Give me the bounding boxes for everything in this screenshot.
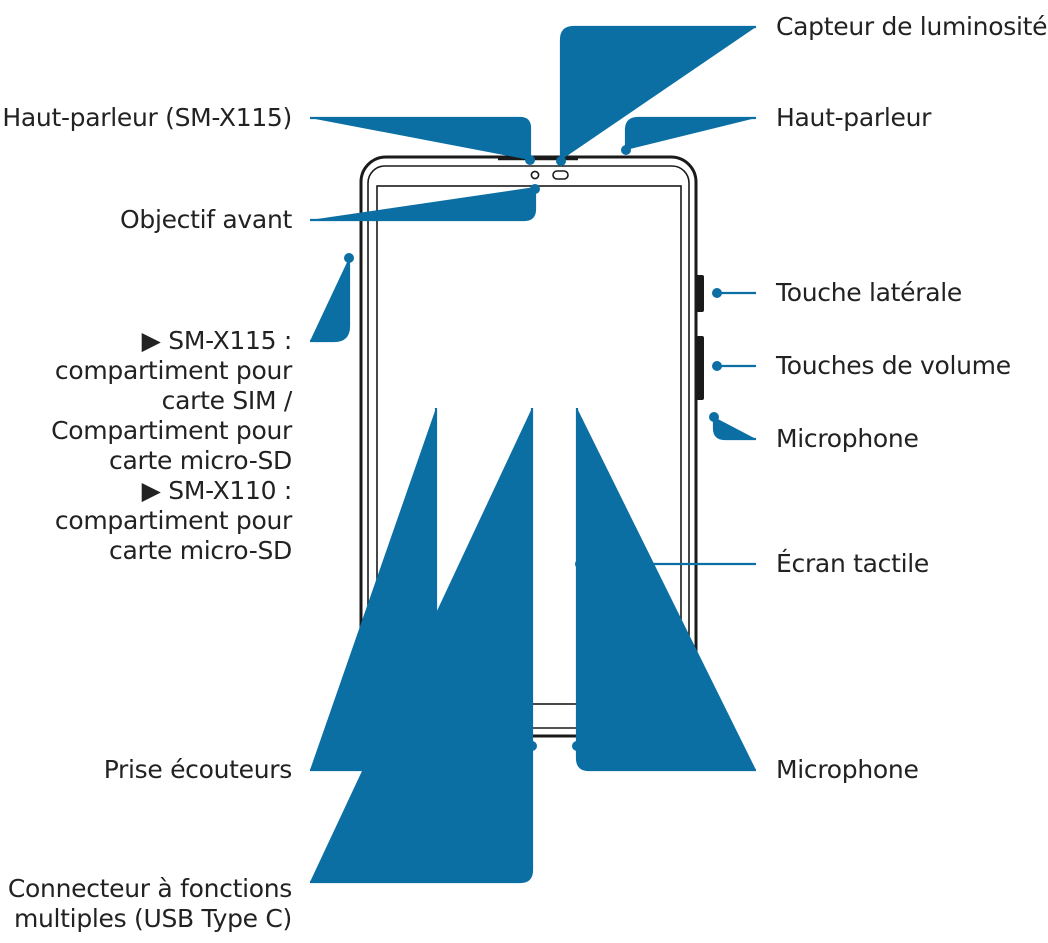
label-light-sensor: Capteur de luminosité (776, 12, 1048, 41)
dot-volume (712, 361, 722, 371)
slot-note-line: SM-X110 : (168, 476, 292, 505)
dot-headphone (431, 741, 441, 751)
play-marker-icon: ▶ (141, 476, 161, 505)
label-microphone-bottom: Microphone (776, 755, 919, 784)
leader-light-sensor (559, 25, 756, 160)
label-front-camera: Objectif avant (120, 205, 292, 234)
slot-note-line: carte micro-SD (109, 446, 292, 475)
label-headphone-jack: Prise écouteurs (103, 755, 293, 784)
leader-mic-bottom (575, 408, 756, 772)
slot-note-line: carte micro-SD (109, 536, 292, 565)
play-marker-icon: ▶ (141, 326, 161, 355)
dot-side-key (712, 288, 722, 298)
slot-note-line: compartiment pour (54, 356, 292, 385)
side-key (695, 275, 704, 312)
usb-label-line: Connecteur à fonctions (7, 874, 292, 903)
dot-sim-slot (344, 253, 354, 263)
label-speaker-x115: Haut-parleur (SM-X115) (2, 103, 292, 132)
dot-speaker (621, 145, 631, 155)
dot-front-camera (530, 184, 540, 194)
leader-speaker-x115 (310, 116, 532, 160)
slot-note-line: SM-X115 : (168, 326, 292, 355)
label-volume-keys: Touches de volume (776, 351, 1011, 380)
label-microphone-side: Microphone (776, 424, 919, 453)
slot-note-line: carte SIM / (161, 386, 293, 415)
slot-note-line: compartiment pour (54, 506, 292, 535)
leader-front-camera (310, 187, 537, 222)
light-sensor (552, 170, 569, 180)
dot-mic-bottom (572, 741, 582, 751)
front-camera (530, 170, 540, 180)
dot-light-sensor (556, 156, 566, 166)
slot-note-line: Compartiment pour (51, 416, 292, 445)
label-slot-note: ▶ SM-X115 : compartiment pour carte SIM … (51, 326, 292, 566)
usb-label-line: multiples (USB Type C) (13, 904, 292, 933)
label-speaker: Haut-parleur (776, 103, 932, 132)
label-side-key: Touche latérale (776, 278, 962, 307)
leader-speaker (624, 116, 756, 150)
dot-speaker-x115 (525, 155, 535, 165)
dot-mic-side (709, 412, 719, 422)
dot-usb (527, 741, 537, 751)
leader-usb (310, 408, 534, 884)
dot-touchscreen (575, 559, 585, 569)
leader-mic-side (712, 417, 756, 441)
label-usb-connector: Connecteur à fonctions multiples (USB Ty… (8, 874, 292, 934)
label-touchscreen: Écran tactile (776, 549, 929, 578)
volume-keys (695, 336, 704, 400)
leader-sim-slot (310, 258, 351, 343)
